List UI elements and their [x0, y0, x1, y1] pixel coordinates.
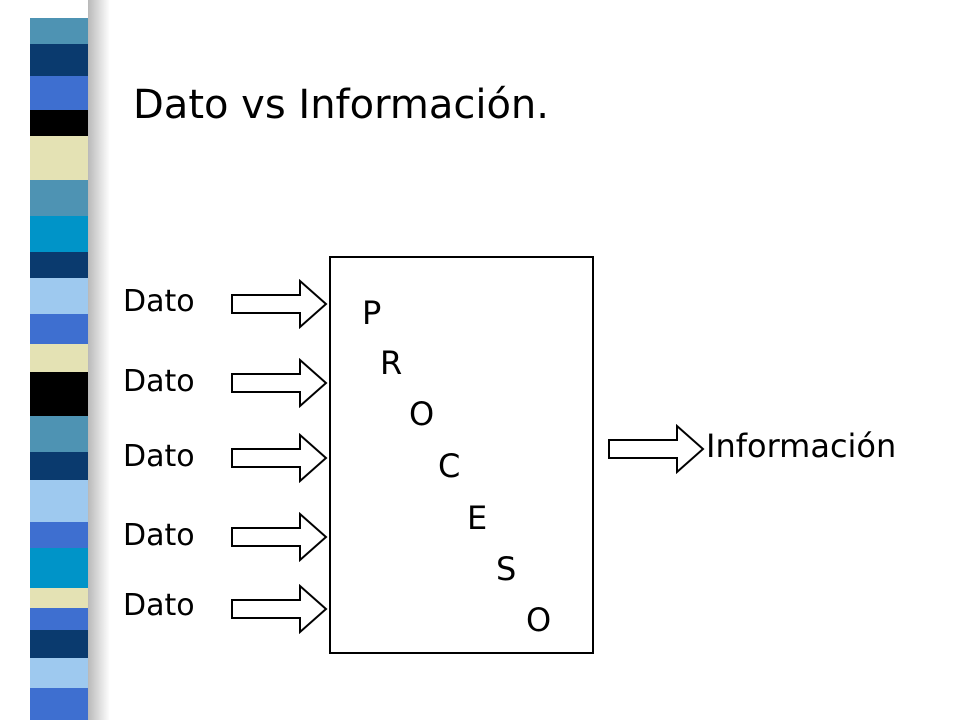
stripe-segment — [30, 344, 88, 372]
process-letter-o: O — [409, 395, 435, 433]
stripe-segment — [30, 314, 88, 344]
stripe-segment — [30, 588, 88, 608]
stripe-segment — [30, 608, 88, 630]
process-letter-o-final: O — [526, 601, 552, 639]
stripe-segment — [30, 0, 88, 18]
stripe-segment — [30, 76, 88, 110]
stripe-segment — [30, 548, 88, 588]
output-label: Información — [706, 427, 897, 465]
stripe-segment — [30, 416, 88, 452]
process-letter-p: P — [362, 294, 382, 332]
input-label-5: Dato — [123, 588, 195, 623]
stripe-segment — [30, 278, 88, 314]
stripe-segment — [30, 136, 88, 180]
process-box — [329, 256, 594, 654]
process-letter-c: C — [438, 447, 461, 485]
stripe-segment — [30, 372, 88, 416]
input-arrow-3 — [231, 433, 328, 483]
input-label-4: Dato — [123, 518, 195, 553]
slide-title: Dato vs Información. — [133, 82, 549, 128]
stripe-segment — [30, 688, 88, 720]
process-letter-r: R — [380, 344, 403, 382]
decorative-stripe-bar — [30, 0, 88, 720]
stripe-segment — [30, 110, 88, 136]
input-label-1: Dato — [123, 284, 195, 319]
process-letter-s: S — [496, 550, 517, 588]
stripe-segment — [30, 630, 88, 658]
stripe-segment — [30, 658, 88, 688]
stripe-bar-shadow — [88, 0, 110, 720]
input-arrow-4 — [231, 512, 328, 562]
stripe-segment — [30, 180, 88, 216]
stripe-segment — [30, 480, 88, 522]
input-arrow-1 — [231, 279, 328, 329]
stripe-segment — [30, 18, 88, 44]
input-label-2: Dato — [123, 364, 195, 399]
process-letter-e: E — [467, 499, 488, 537]
stripe-segment — [30, 216, 88, 252]
input-arrow-5 — [231, 584, 328, 634]
stripe-segment — [30, 452, 88, 480]
input-label-3: Dato — [123, 439, 195, 474]
input-arrow-2 — [231, 358, 328, 408]
output-arrow — [608, 424, 705, 474]
stripe-segment — [30, 522, 88, 548]
stripe-segment — [30, 252, 88, 278]
stripe-segment — [30, 44, 88, 76]
